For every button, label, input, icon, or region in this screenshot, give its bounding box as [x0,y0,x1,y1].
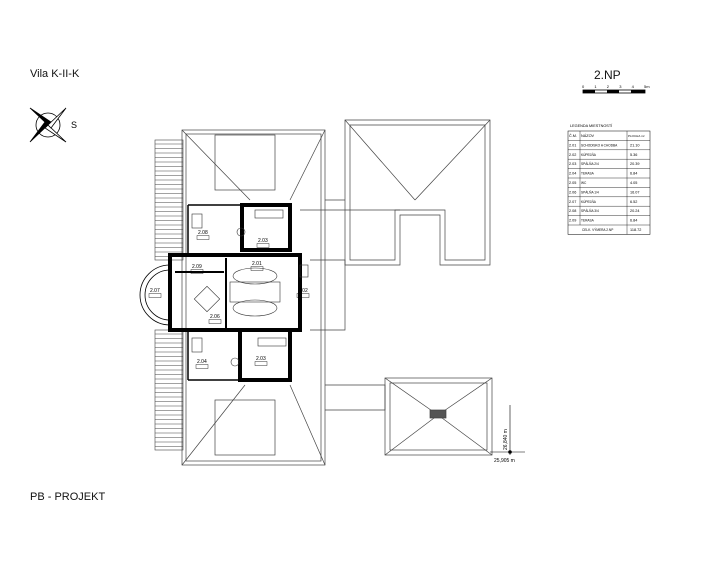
room-label: 2.08 [198,230,208,236]
room-area-box [250,266,264,271]
room-area-box [254,361,268,366]
legend-cell-number: 2.07 [569,200,576,204]
project-title: Vila K-II-K [30,68,80,80]
roof-outline [181,119,493,466]
room-label: 2.06 [210,314,220,320]
legend-cell-area: 21.10 [630,143,640,147]
scale-tick: 0 [582,84,585,89]
terrace [154,139,184,261]
legend-cell-area: 6.84 [630,219,637,223]
legend-total-label: CELK. VÝMERA 2.NP [582,228,613,232]
legend-cell-area: 16.07 [630,190,640,194]
legend-cell-number: 2.03 [569,162,576,166]
legend-cell-number: 2.04 [569,172,576,176]
legend-cell-area: 20.39 [630,162,640,166]
legend-cell-number: 2.05 [569,181,576,185]
scale-bar: 0 1 2 3 4 5m [582,84,650,94]
legend-cell-name: TERASA [581,172,595,176]
scale-tick: 5m [644,84,650,89]
dimension-height: 26,840 m [503,429,509,450]
room-label: 2.03 [258,238,268,244]
legend-cell-area: 20.24 [630,209,640,213]
room-label: 2.03 [256,356,266,362]
walls [168,203,302,382]
room-label: 2.04 [197,359,207,365]
room-label: 2.09 [192,264,202,270]
legend-cell-name: KÚPEĽŇA [581,199,597,204]
room-area-box [148,293,162,298]
legend-cell-area: 5.36 [630,153,637,157]
room-area-box [256,243,270,248]
legend-header: NÁZOV [581,134,595,138]
room-label: 2.07 [150,288,160,294]
legend-cell-name: WC [581,181,587,185]
floor-label: 2.NP [594,68,621,82]
legend-cell-number: 2.08 [569,209,576,213]
room-area-box [296,293,310,298]
legend-header: PLOCHA m² [628,134,645,138]
legend-cell-area: 6.52 [630,200,637,204]
legend-cell-number: 2.09 [569,219,576,223]
legend-cell-name: SPÁLŇA 3/4 [581,209,599,213]
company-name: PB - PROJEKT [30,491,106,503]
legend-title: LEGENDA MIESTNOSTÍ [570,124,613,128]
room-area-box [208,319,222,324]
legend-cell-name: SPÁLŇA 2/4 [581,162,599,166]
legend-cell-name: KÚPEĽŇA [581,152,597,157]
legend-frame [567,130,651,235]
legend-total-value: 118.72 [630,228,641,232]
dimension-width: 25,905 m [494,458,515,464]
scale-tick: 3 [619,84,622,89]
room-legend: LEGENDA MIESTNOSTÍ Č.M. NÁZOV PLOCHA m² 2.01… [567,124,651,235]
legend-cell-area: 6.84 [630,172,637,176]
dimension-lines [490,405,525,455]
legend-cell-name: SCHODISKO A CHODBA [581,143,618,147]
scale-tick: 4 [632,84,635,89]
legend-cell-name: TERASA [581,219,595,223]
legend-header: Č.M. [569,133,577,138]
scale-tick: 1 [594,84,597,89]
room-label: 2.01 [252,261,262,267]
legend-cell-area: 4.05 [630,181,637,185]
bay-window [139,264,171,326]
legend-cell-number: 2.01 [569,143,576,147]
terrace [154,329,184,451]
compass-icon [29,107,67,143]
legend-cell-number: 2.02 [569,153,576,157]
room-label: 2.02 [298,288,308,294]
scale-tick: 2 [607,84,610,89]
legend-cell-name: SPÁLŇA 1/4 [581,190,599,194]
legend-cell-number: 2.06 [569,190,576,194]
stairs [229,267,281,317]
furniture [191,209,309,367]
room-area-box [196,235,210,240]
compass-label: S [71,120,77,130]
room-area-box [195,364,209,369]
room-area-box [190,269,204,274]
